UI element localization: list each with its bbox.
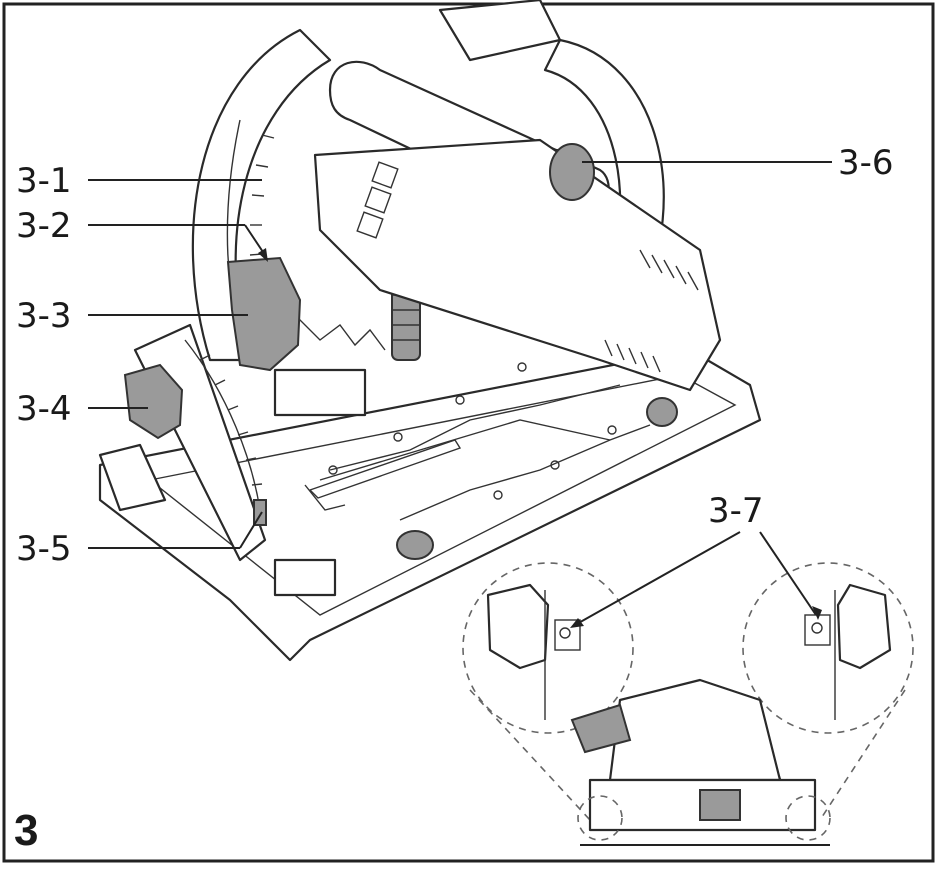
- rear-block: [273, 558, 337, 597]
- spindle-lock-knob: [549, 143, 595, 201]
- bevel-lock-knob: [123, 363, 184, 440]
- inset-left-knob: [486, 583, 550, 670]
- allen-key: [308, 439, 462, 499]
- inset-circle-left: [462, 562, 634, 734]
- leader-3-7-right: [759, 531, 817, 616]
- small-saw-handle: [570, 703, 632, 754]
- leader-3-2b: [244, 224, 266, 256]
- blade-guard: [191, 28, 332, 362]
- circular-saw-illustration: [98, 0, 762, 662]
- inset-guide-right-b: [819, 689, 906, 821]
- inset-right-screw: [811, 622, 823, 634]
- callout-3-5: 3-5: [16, 529, 72, 569]
- inset-right-knob: [836, 583, 892, 670]
- base-plate: [98, 348, 762, 662]
- callout-3-2: 3-2: [16, 206, 72, 246]
- base-rib: [319, 419, 611, 481]
- callout-3-3: 3-3: [16, 296, 72, 336]
- inset-source-left: [577, 795, 623, 841]
- chip-slot: [273, 368, 367, 417]
- callout-labels: 3-1 3-2 3-3 3-4 3-5 3-6 3-7: [16, 143, 894, 569]
- front-block: [98, 443, 167, 512]
- guide-line-b: [399, 424, 651, 521]
- allen-key-bend: [304, 484, 346, 511]
- leader-3-7-right-arrow: [812, 606, 822, 620]
- inset-circle-right: [742, 562, 914, 734]
- switch-buttons: [356, 161, 399, 239]
- blade-teeth: [279, 299, 386, 351]
- leader-3-5b: [239, 511, 263, 549]
- depth-lock-lever: [226, 256, 302, 372]
- inset-detail: [462, 562, 914, 846]
- callout-3-1: 3-1: [16, 161, 72, 201]
- callout-3-6: 3-6: [838, 143, 894, 183]
- figure-number: 3: [14, 806, 38, 855]
- small-saw-guard: [608, 678, 782, 782]
- small-saw-window: [699, 789, 741, 821]
- leader-3-2-arrow: [258, 248, 268, 262]
- callout-3-7: 3-7: [708, 491, 764, 531]
- inset-source-right: [785, 795, 831, 841]
- leader-lines: [88, 161, 832, 628]
- rear-adjust-knob: [396, 530, 434, 560]
- guide-line-a: [329, 384, 621, 471]
- leader-3-7-left: [574, 531, 741, 626]
- bevel-scale-ticks: [199, 354, 263, 486]
- inset-left-screw: [559, 627, 571, 639]
- leader-3-7-left-arrow: [570, 618, 584, 628]
- front-adjust-knob: [646, 397, 678, 427]
- inset-left-bracket: [554, 619, 581, 651]
- motor-vent-slots: [604, 249, 699, 373]
- base-plate-inner: [148, 374, 737, 616]
- base-rivets: [328, 362, 617, 500]
- inset-right-bracket: [804, 614, 831, 646]
- handle-top-section: [438, 0, 562, 62]
- inset-guide-left-a: [469, 689, 591, 821]
- callout-3-4: 3-4: [16, 389, 72, 429]
